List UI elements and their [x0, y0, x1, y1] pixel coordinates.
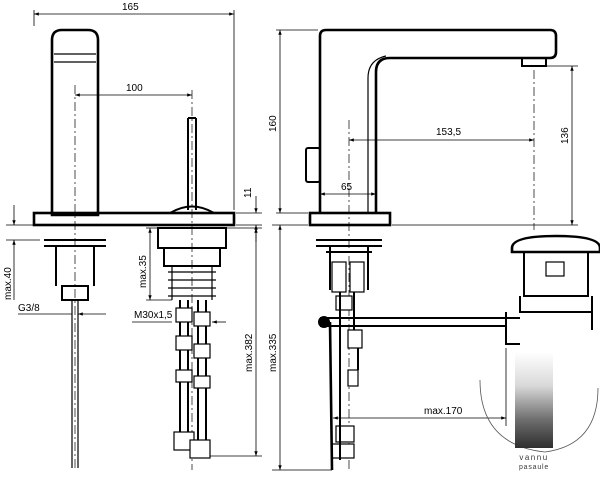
- mixer-housing: [157, 227, 227, 267]
- side-hose-fittings: [331, 261, 365, 459]
- dim-overall-width: 165: [122, 2, 139, 13]
- spout-outlet: [54, 53, 96, 63]
- side-deck-plate: [308, 211, 392, 227]
- dim-mount-depth: max.35: [138, 255, 149, 288]
- spout-outlet-side: [521, 58, 547, 67]
- spout-inner-curve: [367, 55, 387, 214]
- front-view: 165 100 11 max.40 G3/8 max.35 M30x1,5 ma…: [3, 2, 262, 470]
- popup-rod: [320, 317, 520, 327]
- dim-spout-to-lever: 100: [126, 83, 143, 94]
- spout-side-body: [318, 28, 558, 214]
- logo-mark: [515, 352, 553, 448]
- side-view: 160 153,5 136 65 max.335 max.170: [268, 28, 600, 471]
- side-hoses: [339, 292, 359, 460]
- side-lever: [305, 147, 321, 183]
- lever-base: [169, 205, 215, 214]
- deck-plate: [32, 211, 236, 227]
- dim-mount-thread: M30x1,5: [134, 310, 173, 321]
- rod-knob: [318, 316, 330, 328]
- rod-pull: [328, 321, 334, 471]
- waste-valve: [505, 234, 600, 345]
- dim-deck-thickness: 11: [243, 187, 254, 198]
- spout-shank: [44, 239, 106, 301]
- dim-reach: 153,5: [436, 127, 461, 138]
- dim-shank-below: max.40: [3, 267, 14, 300]
- spout-body: [50, 28, 100, 217]
- logo-text-top: vannu: [519, 453, 548, 462]
- dim-waste-reach: max.170: [424, 406, 463, 417]
- spout-hose: [71, 300, 79, 468]
- brand-logo: vannu pasaule: [479, 352, 599, 471]
- dim-height: 160: [268, 115, 279, 132]
- dim-hose-length: max.382: [244, 333, 255, 372]
- dim-spout-clearance: 136: [560, 127, 571, 144]
- hose-fittings: [173, 307, 211, 459]
- dim-base-offset: 65: [341, 182, 353, 193]
- lever: [187, 117, 197, 210]
- mount-thread: [168, 266, 216, 300]
- dim-thread-size: G3/8: [18, 303, 40, 314]
- dim-below-deck: max.335: [268, 333, 279, 372]
- side-housing: [316, 239, 382, 290]
- logo-text-bottom: pasaule: [519, 464, 549, 471]
